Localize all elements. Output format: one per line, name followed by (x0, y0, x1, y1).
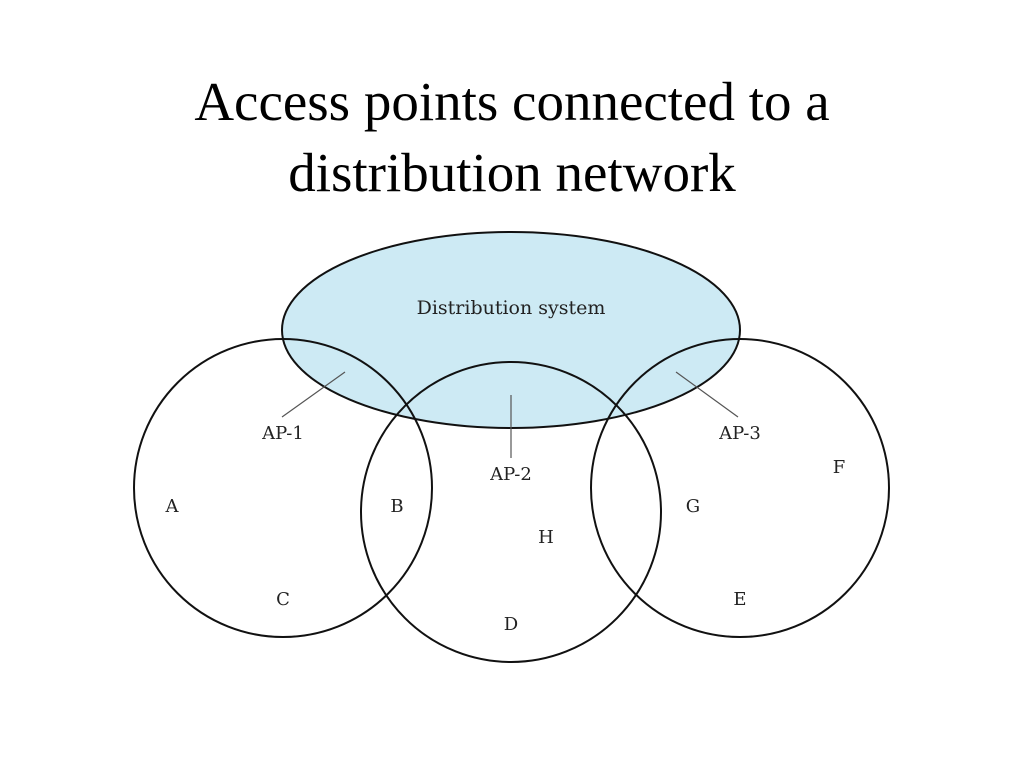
title-line-2: distribution network (288, 142, 736, 203)
station-g-label: G (686, 496, 700, 517)
ap-2-coverage-circle (360, 361, 662, 663)
ap-2-label: AP-2 (489, 464, 532, 485)
ap-3-label: AP-3 (718, 423, 761, 444)
ap-3-connector (675, 371, 739, 418)
ap-1-label: AP-1 (261, 423, 304, 444)
station-e-label: E (733, 589, 746, 610)
station-h-label: H (538, 527, 554, 548)
distribution-system-label: Distribution system (417, 297, 606, 319)
ap-3-coverage-circle (590, 338, 890, 638)
station-c-label: C (276, 589, 290, 610)
ap-1-connector (281, 371, 346, 418)
station-d-label: D (504, 614, 518, 635)
slide-title: Access points connected to a distributio… (0, 66, 1024, 208)
station-f-label: F (833, 457, 846, 478)
station-b-label: B (390, 496, 403, 517)
station-a-label: A (165, 496, 180, 517)
title-line-1: Access points connected to a (194, 71, 830, 132)
ap-1-coverage-circle (133, 338, 433, 638)
